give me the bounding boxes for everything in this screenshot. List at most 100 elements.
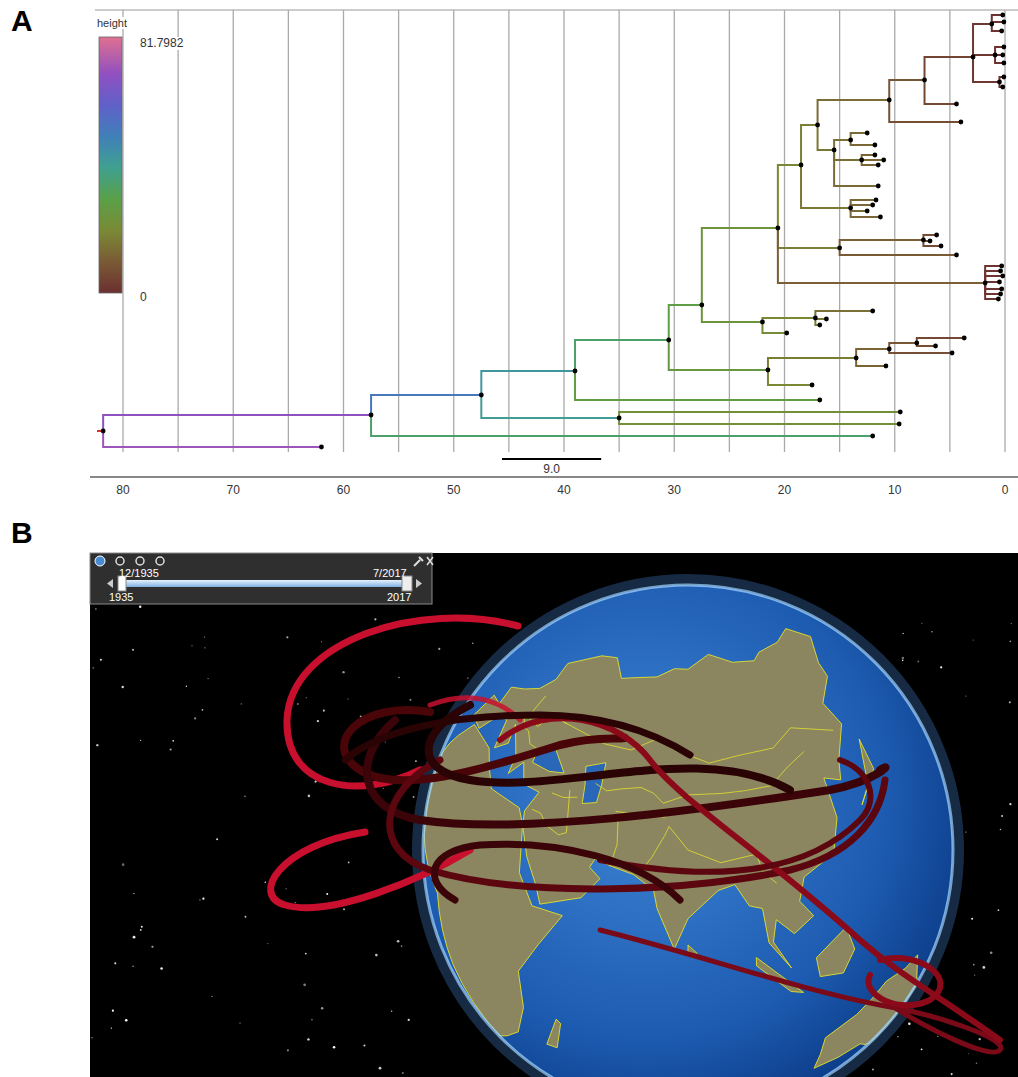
star	[199, 899, 200, 900]
tree-branch	[856, 358, 886, 366]
tree-node-dot	[101, 429, 106, 434]
star	[96, 744, 98, 746]
color-bar	[99, 37, 122, 293]
tree-node-dot	[993, 53, 998, 58]
tree-node-dot	[876, 163, 881, 168]
tree-node-dot	[813, 316, 818, 321]
tree-branch	[619, 418, 899, 424]
star	[902, 633, 903, 634]
tree-branch	[889, 343, 917, 349]
star	[917, 661, 919, 663]
tree-node-dot	[1001, 75, 1006, 80]
star	[333, 1046, 336, 1049]
star	[204, 647, 205, 648]
land-mass	[816, 927, 854, 977]
star	[872, 1069, 874, 1071]
tree-branch	[834, 150, 878, 186]
star	[122, 686, 124, 688]
tree-branch	[801, 125, 818, 165]
tree-branch	[851, 208, 881, 217]
scale-bar	[502, 458, 601, 460]
star	[968, 1053, 969, 1054]
tree-node-dot	[887, 347, 892, 352]
star	[244, 795, 246, 797]
tree-branch	[851, 208, 868, 211]
tree-node-dot	[870, 434, 875, 439]
tree-branch	[103, 415, 371, 431]
tree-node-dot	[928, 239, 933, 244]
star	[385, 741, 386, 742]
star	[122, 863, 125, 866]
tree-node-dot	[832, 148, 837, 153]
star	[375, 954, 378, 957]
tree-node-dot	[922, 78, 927, 83]
star	[317, 720, 319, 722]
slider-date: 7/2017	[372, 567, 408, 579]
tree-nodes	[101, 13, 1007, 450]
grid-line	[618, 10, 619, 452]
star	[287, 1049, 289, 1051]
star	[95, 608, 97, 610]
star	[1011, 623, 1012, 624]
tree-node-dot	[1000, 274, 1005, 279]
star	[151, 946, 153, 948]
tree-node-dot	[884, 364, 889, 369]
tree-panel	[90, 10, 1018, 477]
star	[139, 605, 142, 608]
tree-node-dot	[873, 143, 878, 148]
tree-branch	[840, 240, 924, 248]
star	[305, 953, 307, 955]
star	[204, 637, 205, 638]
star	[267, 943, 268, 944]
slider-panel-box	[90, 553, 432, 604]
legend-title: height	[96, 17, 128, 29]
tree-branch	[768, 370, 812, 385]
star	[965, 831, 966, 832]
panel-letter: A	[10, 4, 34, 37]
tree-node-dot	[921, 238, 926, 243]
star	[467, 677, 468, 678]
migration-arc	[500, 718, 1000, 1040]
tree-branch	[862, 160, 879, 165]
grid-line	[508, 10, 509, 452]
tree-node-dot	[997, 280, 1002, 285]
star	[409, 699, 411, 701]
tree-branch	[973, 57, 999, 82]
star	[951, 1073, 953, 1075]
tree-node-dot	[1001, 61, 1006, 66]
tree-node-dot	[997, 80, 1002, 85]
tree-node-dot	[914, 341, 919, 346]
tree-node-dot	[933, 344, 938, 349]
star	[415, 760, 417, 762]
star	[897, 1036, 898, 1037]
tree-node-dot	[617, 416, 622, 421]
tree-branch	[778, 228, 840, 248]
grid-line	[233, 10, 234, 452]
tree-branch	[371, 395, 481, 415]
grid-line	[177, 10, 178, 452]
tree-node-dot	[784, 331, 789, 336]
tree-branch	[889, 100, 961, 122]
slider-track	[120, 580, 410, 587]
migration-arc	[600, 760, 870, 872]
tree-node-dot	[897, 422, 902, 427]
star	[91, 1037, 93, 1039]
star	[141, 926, 143, 928]
tree-branch	[985, 283, 998, 299]
clock-icon	[156, 557, 164, 565]
grid-line	[674, 10, 675, 452]
star	[140, 929, 142, 931]
tree-node-dot	[999, 287, 1004, 292]
star	[347, 698, 348, 699]
tree-node-dot	[1000, 13, 1005, 18]
star	[140, 740, 141, 741]
tree-branch	[619, 412, 900, 418]
tree-node-dot	[989, 22, 994, 27]
tree-node-dot	[817, 323, 822, 328]
tree-node-dot	[876, 184, 881, 189]
grid-line	[563, 10, 564, 452]
star	[92, 667, 94, 669]
tree-node-dot	[939, 244, 944, 249]
tree-branch	[818, 125, 835, 150]
star	[308, 795, 311, 798]
